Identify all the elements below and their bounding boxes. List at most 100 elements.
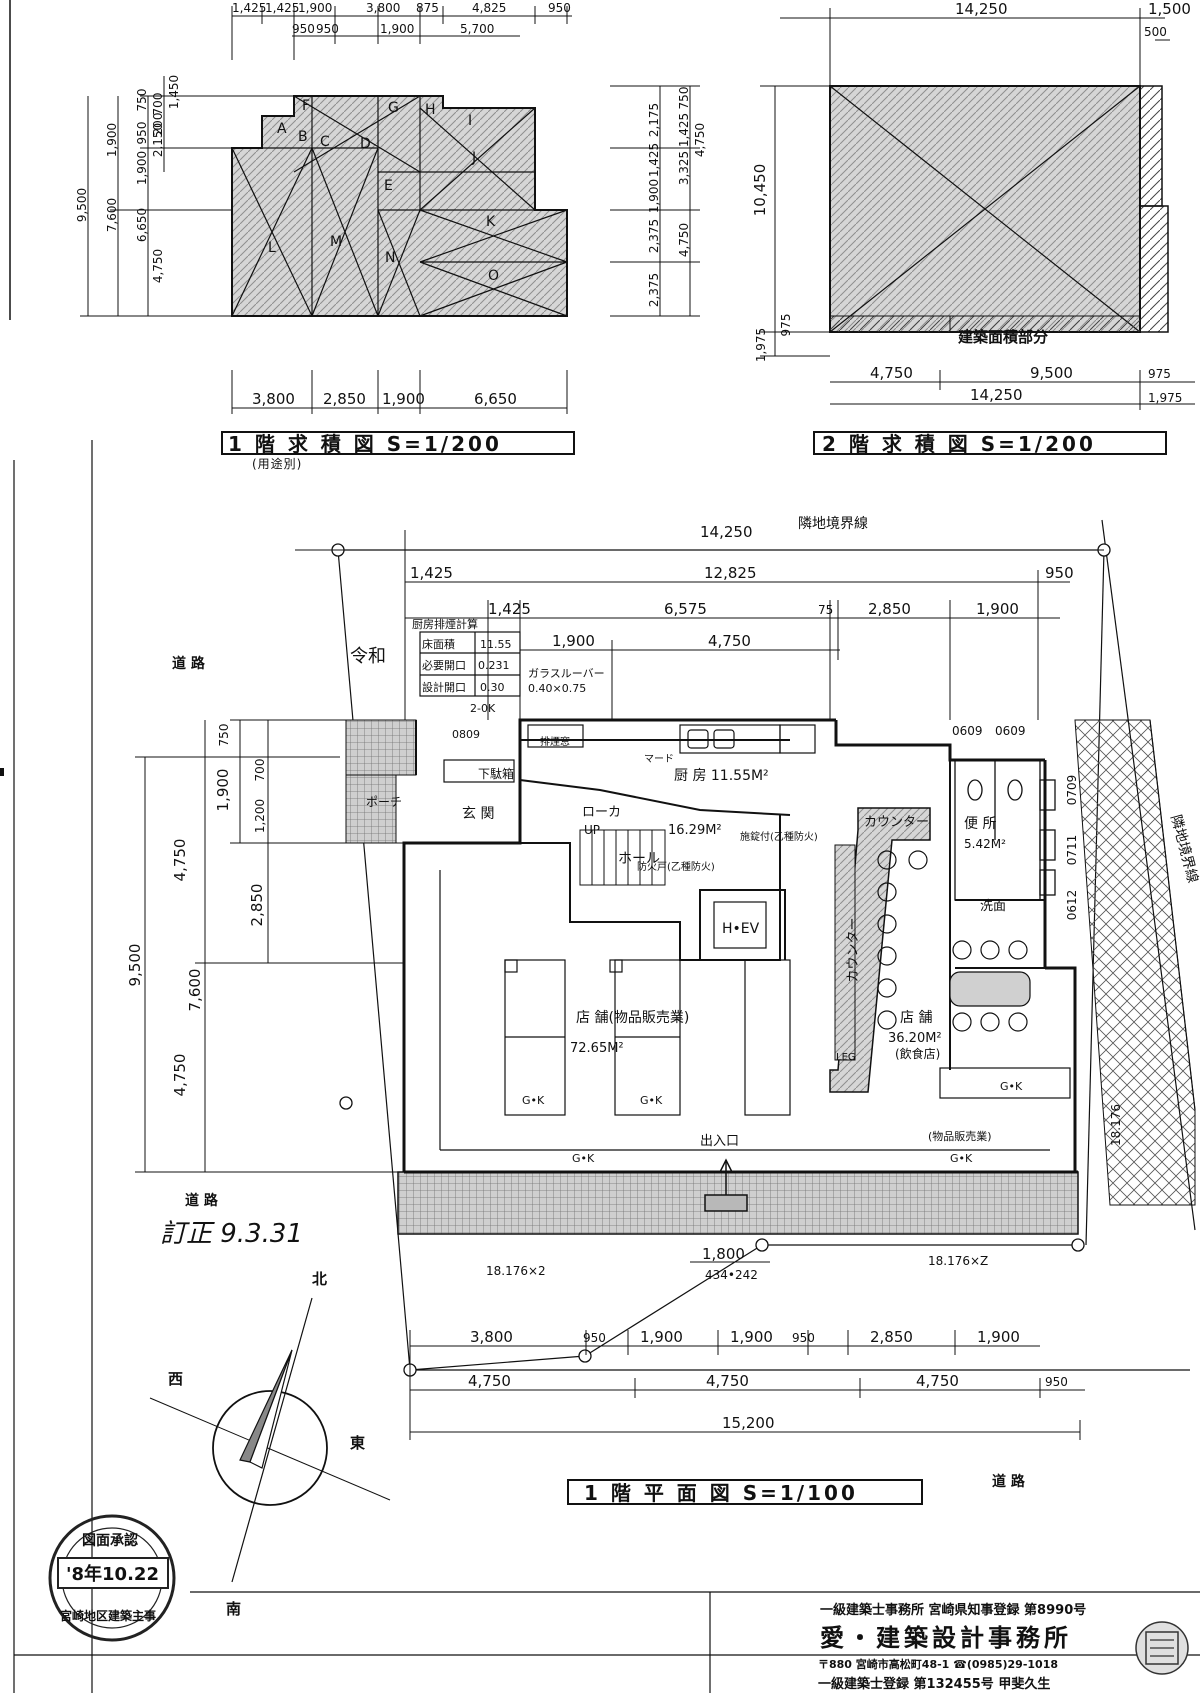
handwritten-note: 令和 — [350, 646, 386, 667]
store-right-area-label: 36.20M² — [888, 1031, 942, 1046]
dim-text: 4,750 — [870, 364, 913, 382]
dim-text: 1,900 — [298, 1, 332, 15]
vent-row-label: 設計開口 — [422, 680, 466, 694]
stair-up-label: UP — [584, 823, 600, 837]
vent-row-value: 0.30 — [480, 681, 505, 694]
dim-text: 14,250 — [955, 0, 1008, 18]
store-right-label: 店 舗 — [900, 1010, 932, 1026]
dim-text: 1,900 — [214, 769, 232, 812]
dim-text: 15,200 — [722, 1414, 775, 1432]
gk-label: G•K — [522, 1094, 545, 1107]
dim-text: 1,900 — [135, 151, 149, 185]
firm-name: 愛・建築設計事務所 — [820, 1624, 1072, 1652]
dim-text: 0612 — [1065, 890, 1079, 921]
north-label: 北 — [312, 1270, 327, 1288]
dim-text: 5,700 — [460, 22, 494, 36]
dim-text: 1,900 — [640, 1328, 683, 1346]
vent-table-header: 厨房排煙計算 — [412, 617, 478, 631]
fire-door-label: 防火戸(乙種防火) — [637, 860, 715, 873]
floor1-area-note: (用途別) — [252, 456, 302, 471]
floor1-area-title: 1 階 求 積 図 S=1/200 — [228, 432, 502, 456]
dim-text: 2,375 — [647, 219, 661, 253]
dim-text: 0609 — [952, 724, 983, 738]
dim-text: 1,200 — [253, 799, 267, 833]
wash-label: 洗面 — [980, 899, 1006, 914]
stamp-line1: 図面承認 — [82, 1532, 138, 1549]
road-label: 道 路 — [172, 655, 206, 672]
entrance-exit-label: 出入口 — [700, 1134, 739, 1149]
area-letter-b: B — [298, 129, 308, 145]
dim-text: 18.176 — [1109, 1104, 1123, 1146]
south-label: 南 — [226, 1600, 241, 1618]
dim-text: 1,425 — [410, 564, 453, 582]
dim-text: 12,825 — [704, 564, 757, 582]
area-letter-g: G — [388, 100, 399, 116]
east-label: 東 — [350, 1434, 365, 1452]
porch-label: ポーチ — [366, 795, 402, 809]
dim-text: 4,750 — [706, 1372, 749, 1390]
dim-text: 1,450 — [167, 75, 181, 109]
area-letter-o: O — [488, 268, 499, 284]
dim-text: 4,750 — [693, 123, 707, 157]
vent-note: 2-0K — [470, 702, 496, 715]
store-left-label: 店 舗(物品販売業) — [576, 1010, 689, 1026]
vent-note: 0.40×0.75 — [528, 682, 586, 695]
dim-text: 18.176×Z — [928, 1254, 988, 1268]
dim-text: 950 — [316, 22, 339, 36]
floor2-area-title: 2 階 求 積 図 S=1/200 — [822, 432, 1096, 456]
area-letter-a: A — [277, 121, 287, 137]
dim-text: 975 — [1148, 367, 1171, 381]
dim-text: 6,650 — [135, 208, 149, 242]
dim-text: 1,425 — [265, 1, 299, 15]
lock-label: 施錠付(乙種防火) — [740, 830, 818, 843]
dim-text: 750 — [217, 724, 231, 747]
building-area-label: 建築面積部分 — [958, 328, 1048, 346]
floor1-area-diagram: A B C D E F G H I J K L M N O — [75, 1, 572, 414]
dim-text: 18.176×2 — [486, 1264, 546, 1278]
dim-text: 4,750 — [468, 1372, 511, 1390]
dim-text: 875 — [416, 1, 439, 15]
toilet-area-label: 5.42M² — [964, 837, 1006, 851]
dim-text: 950 — [583, 1331, 606, 1345]
dim-text: 4,750 — [171, 1054, 189, 1097]
dim-text: 1,425 — [488, 600, 531, 618]
dim-text: 10,450 — [751, 164, 769, 217]
dim-text: 2,850 — [323, 390, 366, 408]
vent-row-label: 床面積 — [422, 637, 455, 651]
gk-label: G•K — [1000, 1080, 1023, 1093]
gk-label: G•K — [640, 1094, 663, 1107]
dim-text: 950 — [292, 22, 315, 36]
dim-text: 4,825 — [472, 1, 506, 15]
hall-label: ホール — [618, 851, 660, 867]
area-letter-m: M — [330, 234, 342, 250]
small-room-label: 排煙窓 — [540, 735, 570, 748]
dim-text: 750 — [677, 87, 691, 110]
dim-text: 200 — [151, 113, 165, 136]
area-letter-f: F — [302, 98, 310, 114]
area-letter-k: K — [486, 214, 496, 230]
dim-text: 975 — [779, 314, 793, 337]
handwritten-date: 訂正 9.3.31 — [160, 1219, 303, 1249]
dim-text: 1,900 — [552, 632, 595, 650]
dim-text: 1,800 — [702, 1245, 745, 1263]
dim-text: 2,150 — [151, 123, 165, 157]
road-label: 道 路 — [992, 1473, 1026, 1490]
dim-text: 1,500 — [1148, 0, 1191, 18]
dim-text: 3,325 — [677, 151, 691, 185]
small-room-label: マード — [644, 754, 674, 765]
vent-note: ガラスルーバー — [528, 667, 605, 680]
registration-text: 一級建築士事務所 宮崎県知事登録 第8990号 — [820, 1602, 1086, 1618]
area-letter-l: L — [268, 240, 276, 256]
dim-text: 4,750 — [677, 223, 691, 257]
entrance-label: 玄 関 — [462, 805, 494, 822]
store-right-use-label: (飲食店) — [895, 1046, 940, 1061]
dim-text: 14,250 — [700, 523, 753, 541]
dim-text: 3,800 — [470, 1328, 513, 1346]
area-letter-n: N — [385, 250, 395, 266]
dim-text: 0711 — [1065, 835, 1079, 866]
dim-text: 4,750 — [171, 839, 189, 882]
vent-row-value: 0.231 — [478, 659, 510, 672]
toilet-label: 便 所 — [964, 816, 996, 832]
road-label: 道 路 — [185, 1192, 219, 1209]
